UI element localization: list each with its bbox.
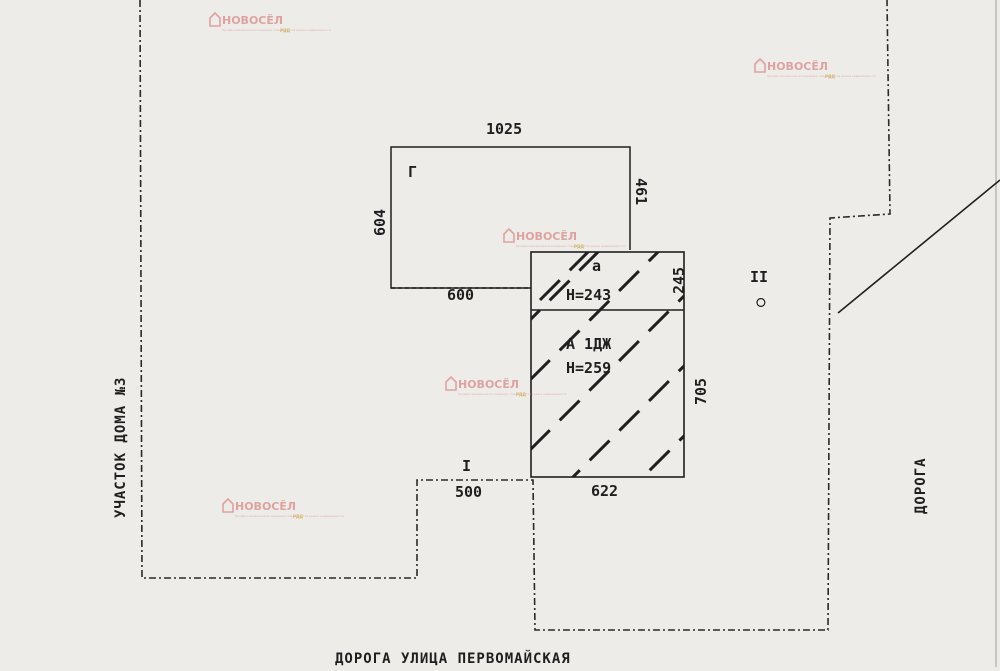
svg-text:Профессиональная ассоциация сп: Профессиональная ассоциация специалистов… xyxy=(516,244,625,248)
outbuilding-top-dim: 1025 xyxy=(486,120,522,138)
svg-text:НОВОСЁЛ: НОВОСЁЛ xyxy=(458,377,519,391)
watermark-logo: НОВОСЁЛ Профессиональная ассоциация спец… xyxy=(209,11,331,33)
svg-text:Профессиональная ассоциация сп: Профессиональная ассоциация специалистов… xyxy=(235,514,344,518)
svg-text:РДД: РДД xyxy=(516,392,526,397)
house-icon xyxy=(445,375,457,391)
left-neighbor-label: УЧАСТОК ДОМА №3 xyxy=(113,377,129,518)
svg-text:Профессиональная ассоциация сп: Профессиональная ассоциация специалистов… xyxy=(222,28,331,32)
outbuilding-right-dim: 461 xyxy=(632,178,650,205)
svg-text:Профессиональная ассоциация сп: Профессиональная ассоциация специалистов… xyxy=(767,74,876,78)
house-side-dim: 705 xyxy=(692,378,710,405)
house-icon xyxy=(222,497,234,513)
watermark-logo: НОВОСЁЛ Профессиональная ассоциация спец… xyxy=(445,375,567,397)
house-height: Н=259 xyxy=(566,359,611,377)
svg-text:РДД: РДД xyxy=(293,514,303,519)
outbuilding-bottom-dim: 600 xyxy=(447,286,474,304)
svg-text:Профессиональная ассоциация сп: Профессиональная ассоциация специалистов… xyxy=(458,392,567,396)
svg-text:РДД: РДД xyxy=(280,28,290,33)
svg-text:НОВОСЁЛ: НОВОСЁЛ xyxy=(235,499,296,513)
svg-text:НОВОСЁЛ: НОВОСЁЛ xyxy=(516,229,577,243)
plot-boundary xyxy=(139,0,891,631)
right-road-label: ДОРОГА xyxy=(913,457,929,514)
outbuilding xyxy=(390,146,631,289)
watermark-logo: НОВОСЁЛ Профессиональная ассоциация спец… xyxy=(222,497,344,519)
outbuilding-left-dim: 604 xyxy=(371,209,389,236)
house-icon xyxy=(754,57,766,73)
outbuilding-letter: Г xyxy=(408,163,417,181)
house-icon xyxy=(209,11,221,27)
house-icon xyxy=(503,227,515,243)
lot-one-width-dim: 500 xyxy=(455,483,482,501)
house-bottom-dim: 622 xyxy=(591,482,618,500)
house-hatching xyxy=(531,252,684,477)
plan-labels: 1025 Г 604 461 600 а Н=243 245 А 1ДЖ Н=2… xyxy=(113,120,929,667)
extension-side-dim: 245 xyxy=(670,267,688,294)
extension-letter: а xyxy=(592,257,601,275)
extension-height: Н=243 xyxy=(566,286,611,304)
road-diagonal-line xyxy=(837,179,1000,314)
svg-text:НОВОСЁЛ: НОВОСЁЛ xyxy=(767,59,828,73)
svg-text:РДД: РДД xyxy=(574,244,584,249)
bottom-road-label: ДОРОГА УЛИЦА ПЕРВОМАЙСКАЯ xyxy=(335,650,571,667)
watermarks: НОВОСЁЛ Профессиональная ассоциация спец… xyxy=(209,11,876,519)
lot-one-label: I xyxy=(462,457,471,475)
plot-boundary-line xyxy=(139,0,891,631)
lot-two-label: II xyxy=(750,268,768,286)
watermark-logo: НОВОСЁЛ Профессиональная ассоциация спец… xyxy=(754,57,876,79)
lot-two-mark: ○ xyxy=(753,298,771,307)
watermark-logo: НОВОСЁЛ Профессиональная ассоциация спец… xyxy=(503,227,625,249)
svg-text:РДД: РДД xyxy=(825,74,835,79)
house-label: А 1ДЖ xyxy=(566,335,611,353)
outbuilding-outline xyxy=(390,146,631,289)
svg-text:НОВОСЁЛ: НОВОСЁЛ xyxy=(222,13,283,27)
